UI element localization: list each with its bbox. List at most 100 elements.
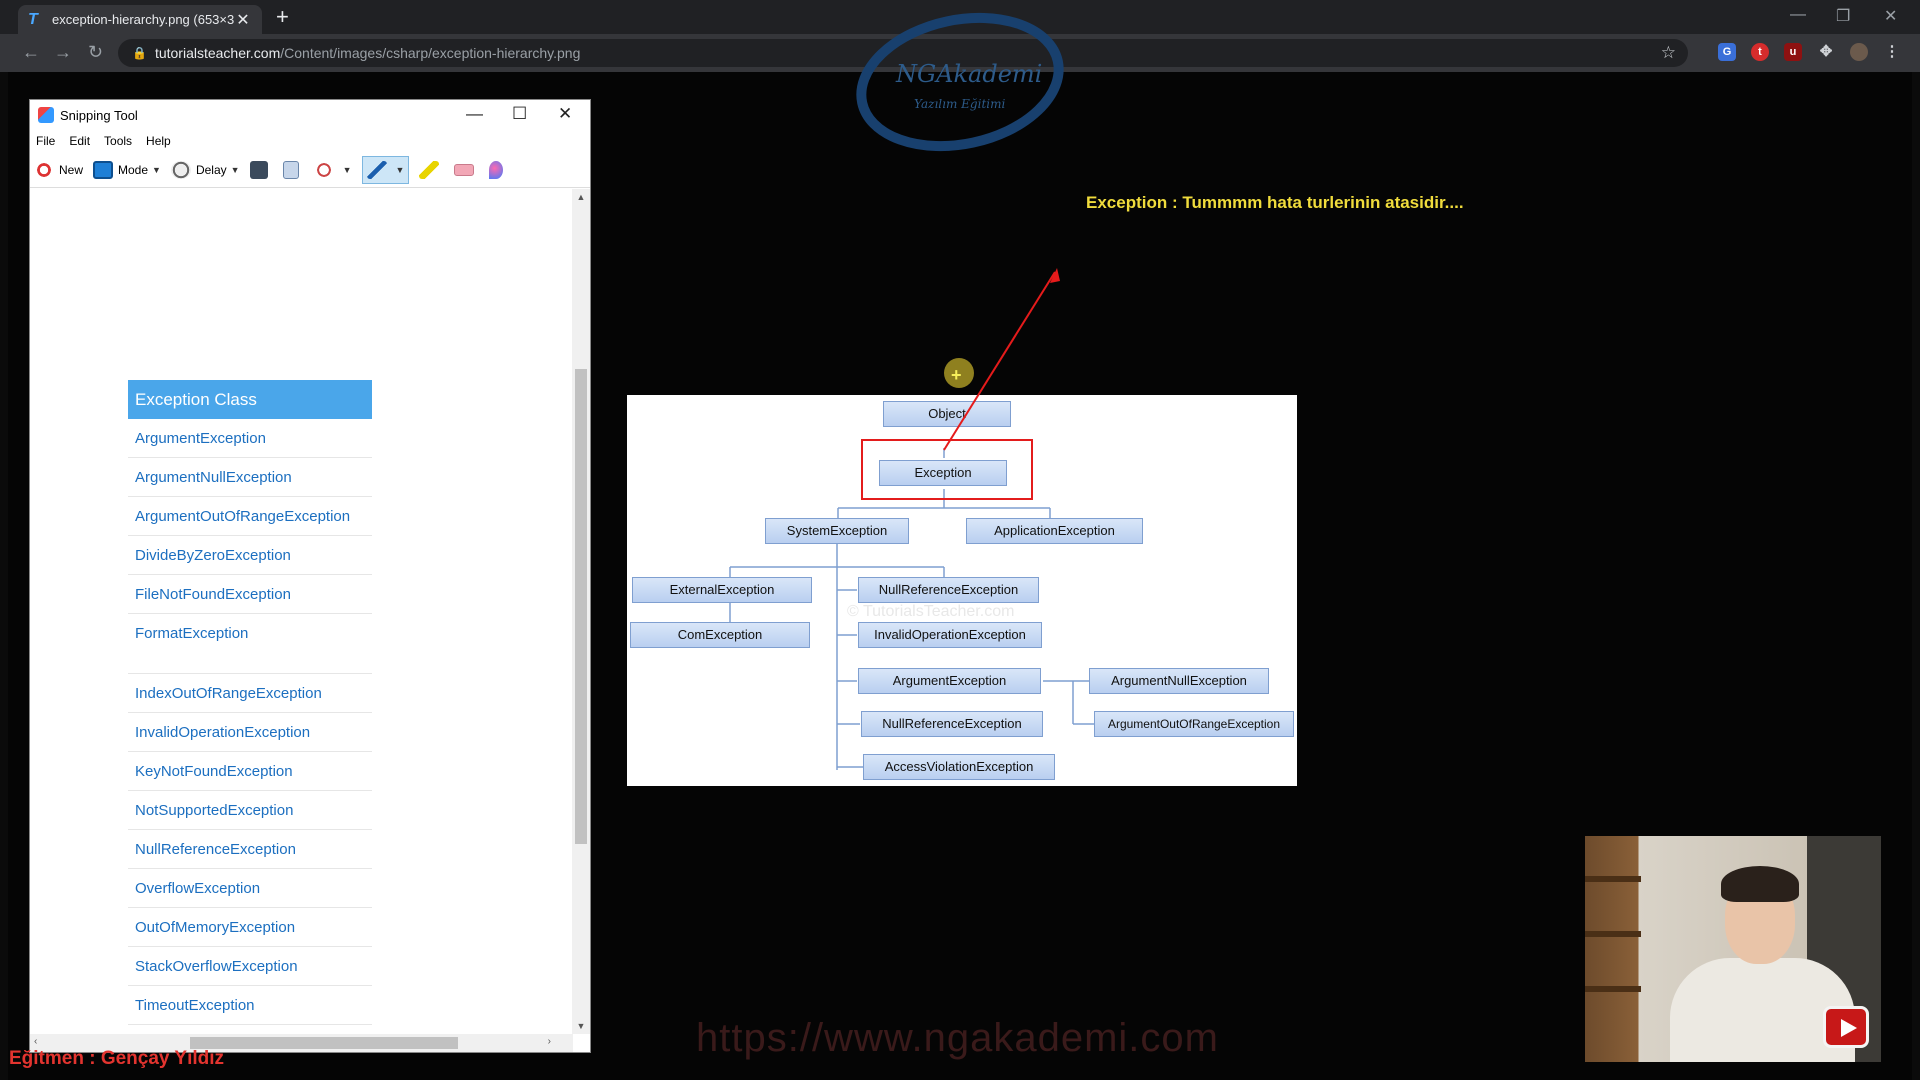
node-null-reference-exception-2: NullReferenceException (861, 711, 1043, 737)
snipping-tool-app-icon (38, 107, 54, 123)
tab-close-icon[interactable]: ✕ (236, 11, 250, 29)
crosshair-cursor-icon: + (951, 365, 962, 385)
delay-button[interactable]: Delay ▼ (170, 156, 240, 184)
node-argument-null-exception: ArgumentNullException (1089, 668, 1269, 694)
pen-icon (366, 160, 387, 179)
tab-title: exception-hierarchy.png (653×3( (52, 12, 234, 27)
exception-list-item: OutOfMemoryException (128, 908, 372, 947)
mode-rectangle-icon (93, 160, 114, 179)
scroll-left-icon[interactable]: ‹ (34, 1036, 38, 1047)
mode-label: Mode (118, 162, 149, 177)
website-watermark: https://www.ngakademi.com (696, 1016, 1219, 1060)
extensions-puzzle-icon[interactable]: ✥ (1819, 43, 1833, 60)
forward-icon[interactable]: → (54, 42, 72, 62)
send-dropdown-icon[interactable]: ▼ (342, 164, 352, 175)
horizontal-scrollbar[interactable]: ‹ › (30, 1034, 573, 1052)
address-bar[interactable]: 🔒 tutorialsteacher.com /Content/images/c… (118, 39, 1688, 67)
edit-with-paint3d-button[interactable] (489, 156, 508, 184)
exception-hierarchy-image: © TutorialsTeacher.com Object Exception … (627, 395, 1297, 786)
window-minimize-icon[interactable]: — (1790, 6, 1806, 23)
snip-minimize-icon[interactable]: — (466, 104, 483, 123)
node-access-violation-exception: AccessViolationException (863, 754, 1055, 780)
url-host: tutorialsteacher.com (154, 45, 281, 61)
exception-list-item: ArgumentException (128, 419, 372, 458)
node-object: Object (883, 401, 1011, 427)
horizontal-scroll-thumb[interactable] (190, 1037, 458, 1049)
mode-button[interactable]: Mode ▼ (93, 156, 161, 184)
save-disk-icon (249, 160, 268, 179)
youtube-play-icon[interactable] (1823, 1006, 1869, 1048)
exception-list-item: NotSupportedException (128, 791, 372, 830)
menu-file[interactable]: File (36, 134, 56, 148)
window-close-icon[interactable]: ✕ (1884, 8, 1898, 25)
new-snip-label: New (59, 162, 84, 177)
menu-edit[interactable]: Edit (69, 134, 91, 148)
url-path: /Content/images/csharp/exception-hierarc… (280, 45, 581, 61)
snipping-tool-title: Snipping Tool (60, 107, 138, 123)
snipping-tool-toolbar: New Mode ▼ Delay ▼ ▼ ▼ (30, 152, 590, 188)
eraser-icon (454, 163, 475, 176)
tutorialsteacher-watermark: © TutorialsTeacher.com (847, 603, 1015, 620)
snip-maximize-icon[interactable]: ☐ (512, 104, 528, 123)
snip-canvas: Exception Class ArgumentException Argume… (30, 189, 573, 1034)
profile-avatar-icon[interactable] (1850, 43, 1868, 61)
logo-text: NGAkademi (895, 60, 1042, 88)
browser-tab[interactable]: T exception-hierarchy.png (653×3( ✕ (18, 5, 262, 34)
send-snip-icon (313, 160, 334, 179)
pen-button[interactable]: ▼ (361, 155, 410, 184)
scroll-right-icon[interactable]: › (547, 1036, 551, 1047)
translate-extension-icon[interactable]: G (1718, 43, 1736, 61)
exception-list-item: ArgumentOutOfRangeException (128, 497, 372, 536)
highlighter-button[interactable] (419, 156, 444, 184)
bookshelf-shelf (1585, 931, 1641, 937)
node-invalid-operation-exception: InvalidOperationException (858, 622, 1042, 648)
vertical-scrollbar[interactable]: ▲ ▼ (572, 189, 590, 1034)
menu-help[interactable]: Help (146, 134, 171, 148)
snipping-tool-titlebar: Snipping Tool — ☐ ✕ (30, 100, 590, 130)
cursor-highlight (944, 358, 974, 388)
scroll-down-icon[interactable]: ▼ (576, 1021, 586, 1031)
exception-highlight-box (861, 439, 1033, 500)
pen-dropdown-icon[interactable]: ▼ (395, 164, 405, 175)
ublock-extension-icon[interactable]: u (1784, 43, 1802, 61)
exception-list-item: ArgumentNullException (128, 458, 372, 497)
node-external-exception: ExternalException (632, 577, 812, 603)
mode-dropdown-icon[interactable]: ▼ (152, 164, 161, 175)
exception-list-item: OverflowException (128, 869, 372, 908)
exception-list-item: StackOverflowException (128, 947, 372, 986)
lock-icon: 🔒 (132, 46, 147, 60)
clock-icon (170, 160, 191, 179)
scroll-up-icon[interactable]: ▲ (576, 192, 586, 202)
save-button[interactable] (249, 156, 273, 184)
new-snip-icon (34, 160, 54, 179)
bookmark-star-icon[interactable]: ☆ (1660, 43, 1676, 62)
copy-icon (282, 160, 299, 179)
logo-tagline: Yazılım Eğitimi (914, 97, 1005, 111)
snipping-tool-window: Snipping Tool — ☐ ✕ File Edit Tools Help… (29, 99, 591, 1053)
new-tab-icon[interactable]: + (276, 4, 289, 29)
exception-list-item: DivideByZeroException (128, 536, 372, 575)
exception-list-item: FormatException (128, 614, 372, 674)
reload-icon[interactable]: ↻ (88, 42, 104, 62)
copy-button[interactable] (282, 156, 304, 184)
exception-class-list: Exception Class ArgumentException Argume… (128, 380, 372, 1025)
chrome-menu-icon[interactable]: ⋮ (1884, 43, 1900, 60)
delay-label: Delay (195, 162, 227, 177)
extension-t-icon[interactable]: t (1751, 43, 1769, 61)
exception-list-item: KeyNotFoundException (128, 752, 372, 791)
node-com-exception: ComException (630, 622, 810, 648)
new-snip-button[interactable]: New (34, 156, 83, 184)
menu-tools[interactable]: Tools (104, 134, 133, 148)
back-icon[interactable]: ← (22, 42, 40, 62)
vertical-scroll-thumb[interactable] (575, 369, 587, 844)
snip-close-icon[interactable]: ✕ (558, 104, 573, 123)
trainer-caption: Eğitmen : Gençay Yıldız (9, 1048, 225, 1069)
window-restore-icon[interactable]: ❐ (1836, 8, 1851, 25)
node-null-reference-exception: NullReferenceException (858, 577, 1039, 603)
presenter-hair (1721, 866, 1799, 902)
send-snip-button[interactable]: ▼ (313, 156, 352, 184)
eraser-button[interactable] (454, 156, 479, 184)
delay-dropdown-icon[interactable]: ▼ (230, 164, 240, 175)
webcam-overlay (1585, 836, 1881, 1062)
